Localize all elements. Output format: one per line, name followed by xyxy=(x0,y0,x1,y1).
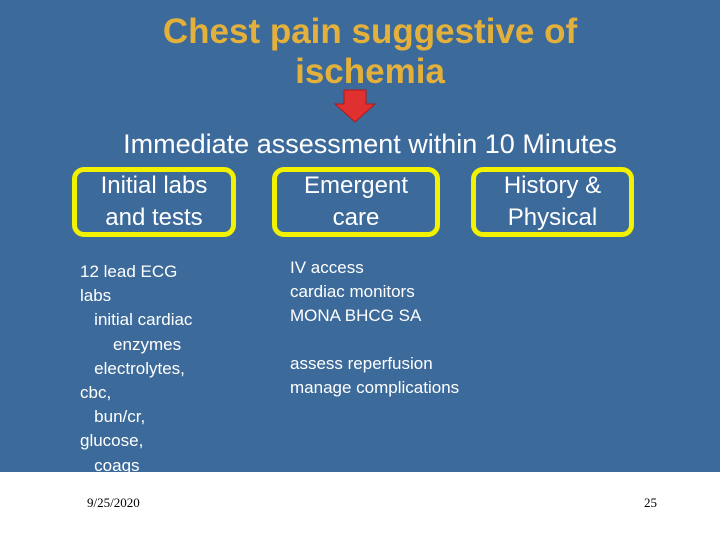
page-number: 25 xyxy=(644,495,657,510)
reperfusion-list: assess reperfusion manage complications xyxy=(290,354,460,398)
emergent-care-list: IV access cardiac monitors MONA BHCG SA xyxy=(290,258,422,326)
slide-canvas: Chest pain suggestive of ischemia Immedi… xyxy=(0,0,720,472)
slide-subtitle: Immediate assessment within 10 Minutes xyxy=(123,129,617,159)
down-arrow-icon xyxy=(334,89,376,123)
emergent-care-label: Emergent care xyxy=(303,172,409,231)
initial-labs-box: Initial labs and tests xyxy=(72,167,236,237)
footer-date: 9/25/2020 xyxy=(87,495,140,510)
slide-title: Chest pain suggestive of ischemia xyxy=(162,12,578,91)
initial-labs-label: Initial labs and tests xyxy=(100,172,208,231)
initial-labs-list: 12 lead ECG labs initial cardiac enzymes… xyxy=(80,262,193,472)
history-physical-label: History & Physical xyxy=(503,172,602,231)
emergent-care-box: Emergent care xyxy=(272,167,440,237)
history-physical-box: History & Physical xyxy=(471,167,634,237)
